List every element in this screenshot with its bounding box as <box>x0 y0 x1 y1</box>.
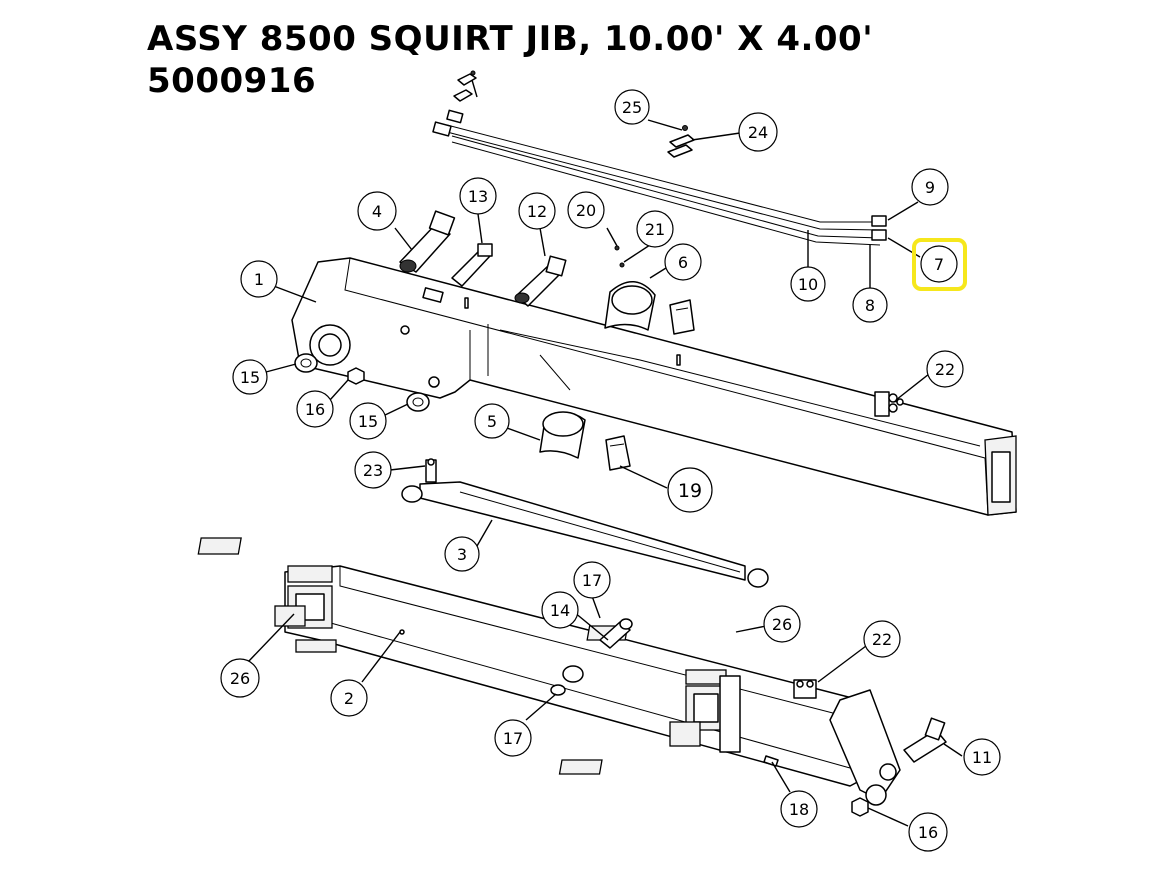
svg-text:7: 7 <box>934 255 944 274</box>
svg-text:24: 24 <box>748 123 768 142</box>
wear-pad-26-lower-side <box>669 721 701 747</box>
callout-16-left[interactable]: 16 <box>296 390 334 428</box>
svg-text:11: 11 <box>972 748 992 767</box>
callout-7[interactable]: 7 <box>920 245 958 283</box>
callout-9[interactable]: 9 <box>911 168 949 206</box>
callout-22-upper[interactable]: 22 <box>926 350 964 388</box>
main-boom-part-1 <box>291 257 1017 516</box>
callout-1[interactable]: 1 <box>240 260 278 298</box>
svg-text:12: 12 <box>527 202 547 221</box>
pin-part-13 <box>451 243 493 287</box>
svg-text:17: 17 <box>582 571 602 590</box>
leader-lines <box>247 79 963 827</box>
highlight-box-callout-7 <box>912 238 967 291</box>
lower-boom-part-2 <box>284 565 881 787</box>
boom-tip-bracket <box>829 689 901 806</box>
fitting-block-22-upper <box>874 391 904 417</box>
callout-18[interactable]: 18 <box>780 790 818 828</box>
nut-part-16-lower <box>851 797 869 817</box>
svg-text:15: 15 <box>358 412 378 431</box>
nut-part-15-right <box>406 392 430 412</box>
wear-pad-26-bottom <box>295 639 337 653</box>
wear-pad-26-side <box>274 605 306 627</box>
svg-text:3: 3 <box>457 545 467 564</box>
callout-5[interactable]: 5 <box>474 403 510 439</box>
callout-25[interactable]: 25 <box>614 89 650 125</box>
callout-12[interactable]: 12 <box>518 192 556 230</box>
wear-pad-bracket-upper <box>669 299 695 335</box>
svg-text:16: 16 <box>918 823 938 842</box>
svg-text:16: 16 <box>305 400 325 419</box>
pin-part-4 <box>399 210 456 273</box>
hydraulic-hose-assembly <box>432 109 887 246</box>
nut-25 <box>682 125 688 131</box>
wear-pad-26-lower <box>558 759 603 775</box>
pin-part-12 <box>514 255 567 307</box>
callout-11[interactable]: 11 <box>963 738 1001 776</box>
wear-pad-bracket-19 <box>605 435 631 471</box>
callout-15-right[interactable]: 15 <box>349 402 387 440</box>
svg-text:2: 2 <box>344 689 354 708</box>
callout-22-lower[interactable]: 22 <box>863 620 901 658</box>
svg-text:17: 17 <box>503 729 523 748</box>
svg-text:1: 1 <box>254 270 264 289</box>
callout-20[interactable]: 20 <box>567 191 605 229</box>
callout-21[interactable]: 21 <box>636 210 674 248</box>
callout-10[interactable]: 10 <box>790 266 826 302</box>
svg-text:5: 5 <box>487 412 497 431</box>
fitting-block-22-lower <box>793 679 817 699</box>
svg-text:18: 18 <box>789 800 809 819</box>
svg-text:20: 20 <box>576 201 596 220</box>
callout-13[interactable]: 13 <box>459 177 497 215</box>
title-line-1: ASSY 8500 SQUIRT JIB, 10.00' X 4.00' <box>147 19 874 59</box>
callout-8[interactable]: 8 <box>852 287 888 323</box>
callout-17-lower[interactable]: 17 <box>494 719 532 757</box>
hydraulic-cylinder-part-3 <box>401 458 769 588</box>
svg-text:23: 23 <box>363 461 383 480</box>
wear-pad-26-top <box>197 537 242 555</box>
svg-text:22: 22 <box>935 360 955 379</box>
svg-text:21: 21 <box>645 220 665 239</box>
callout-17-upper[interactable]: 17 <box>573 561 611 599</box>
callout-26-right[interactable]: 26 <box>763 605 801 643</box>
svg-text:25: 25 <box>622 98 642 117</box>
svg-text:13: 13 <box>468 187 488 206</box>
nut-part-16-left <box>347 367 365 385</box>
bolt-part-18 <box>763 755 779 767</box>
callout-4[interactable]: 4 <box>357 191 397 231</box>
svg-text:8: 8 <box>865 296 875 315</box>
wear-pad-part-5 <box>539 411 586 459</box>
fitting-21 <box>619 262 625 268</box>
svg-text:22: 22 <box>872 630 892 649</box>
hose-clamp-24 <box>667 134 695 158</box>
callout-19[interactable]: 19 <box>667 467 713 513</box>
pin-part-11 <box>903 717 947 763</box>
callout-3[interactable]: 3 <box>444 536 480 572</box>
callout-2[interactable]: 2 <box>330 679 368 717</box>
svg-text:6: 6 <box>678 253 688 272</box>
callout-24[interactable]: 24 <box>738 112 778 152</box>
svg-text:26: 26 <box>772 615 792 634</box>
callout-15-left[interactable]: 15 <box>232 359 268 395</box>
svg-text:14: 14 <box>550 601 570 620</box>
callout-26-left[interactable]: 26 <box>220 658 260 698</box>
svg-text:15: 15 <box>240 368 260 387</box>
callout-23[interactable]: 23 <box>354 451 392 489</box>
grease-fitting-20 <box>614 245 620 251</box>
svg-text:9: 9 <box>925 178 935 197</box>
svg-text:10: 10 <box>798 275 818 294</box>
svg-text:4: 4 <box>372 202 382 221</box>
nut-part-15-left <box>294 353 318 373</box>
title-line-2: 5000916 <box>147 61 317 101</box>
callout-16-lower[interactable]: 16 <box>908 812 948 852</box>
hose-clamp-upper <box>453 70 477 102</box>
pin-part-14 <box>599 618 633 649</box>
wear-pad-part-6 <box>604 281 656 331</box>
callout-6[interactable]: 6 <box>664 243 702 281</box>
svg-text:26: 26 <box>230 669 250 688</box>
diagram-title: ASSY 8500 SQUIRT JIB, 10.00' X 4.00' 500… <box>147 18 873 102</box>
callout-14[interactable]: 14 <box>541 591 579 629</box>
svg-text:19: 19 <box>678 480 702 502</box>
